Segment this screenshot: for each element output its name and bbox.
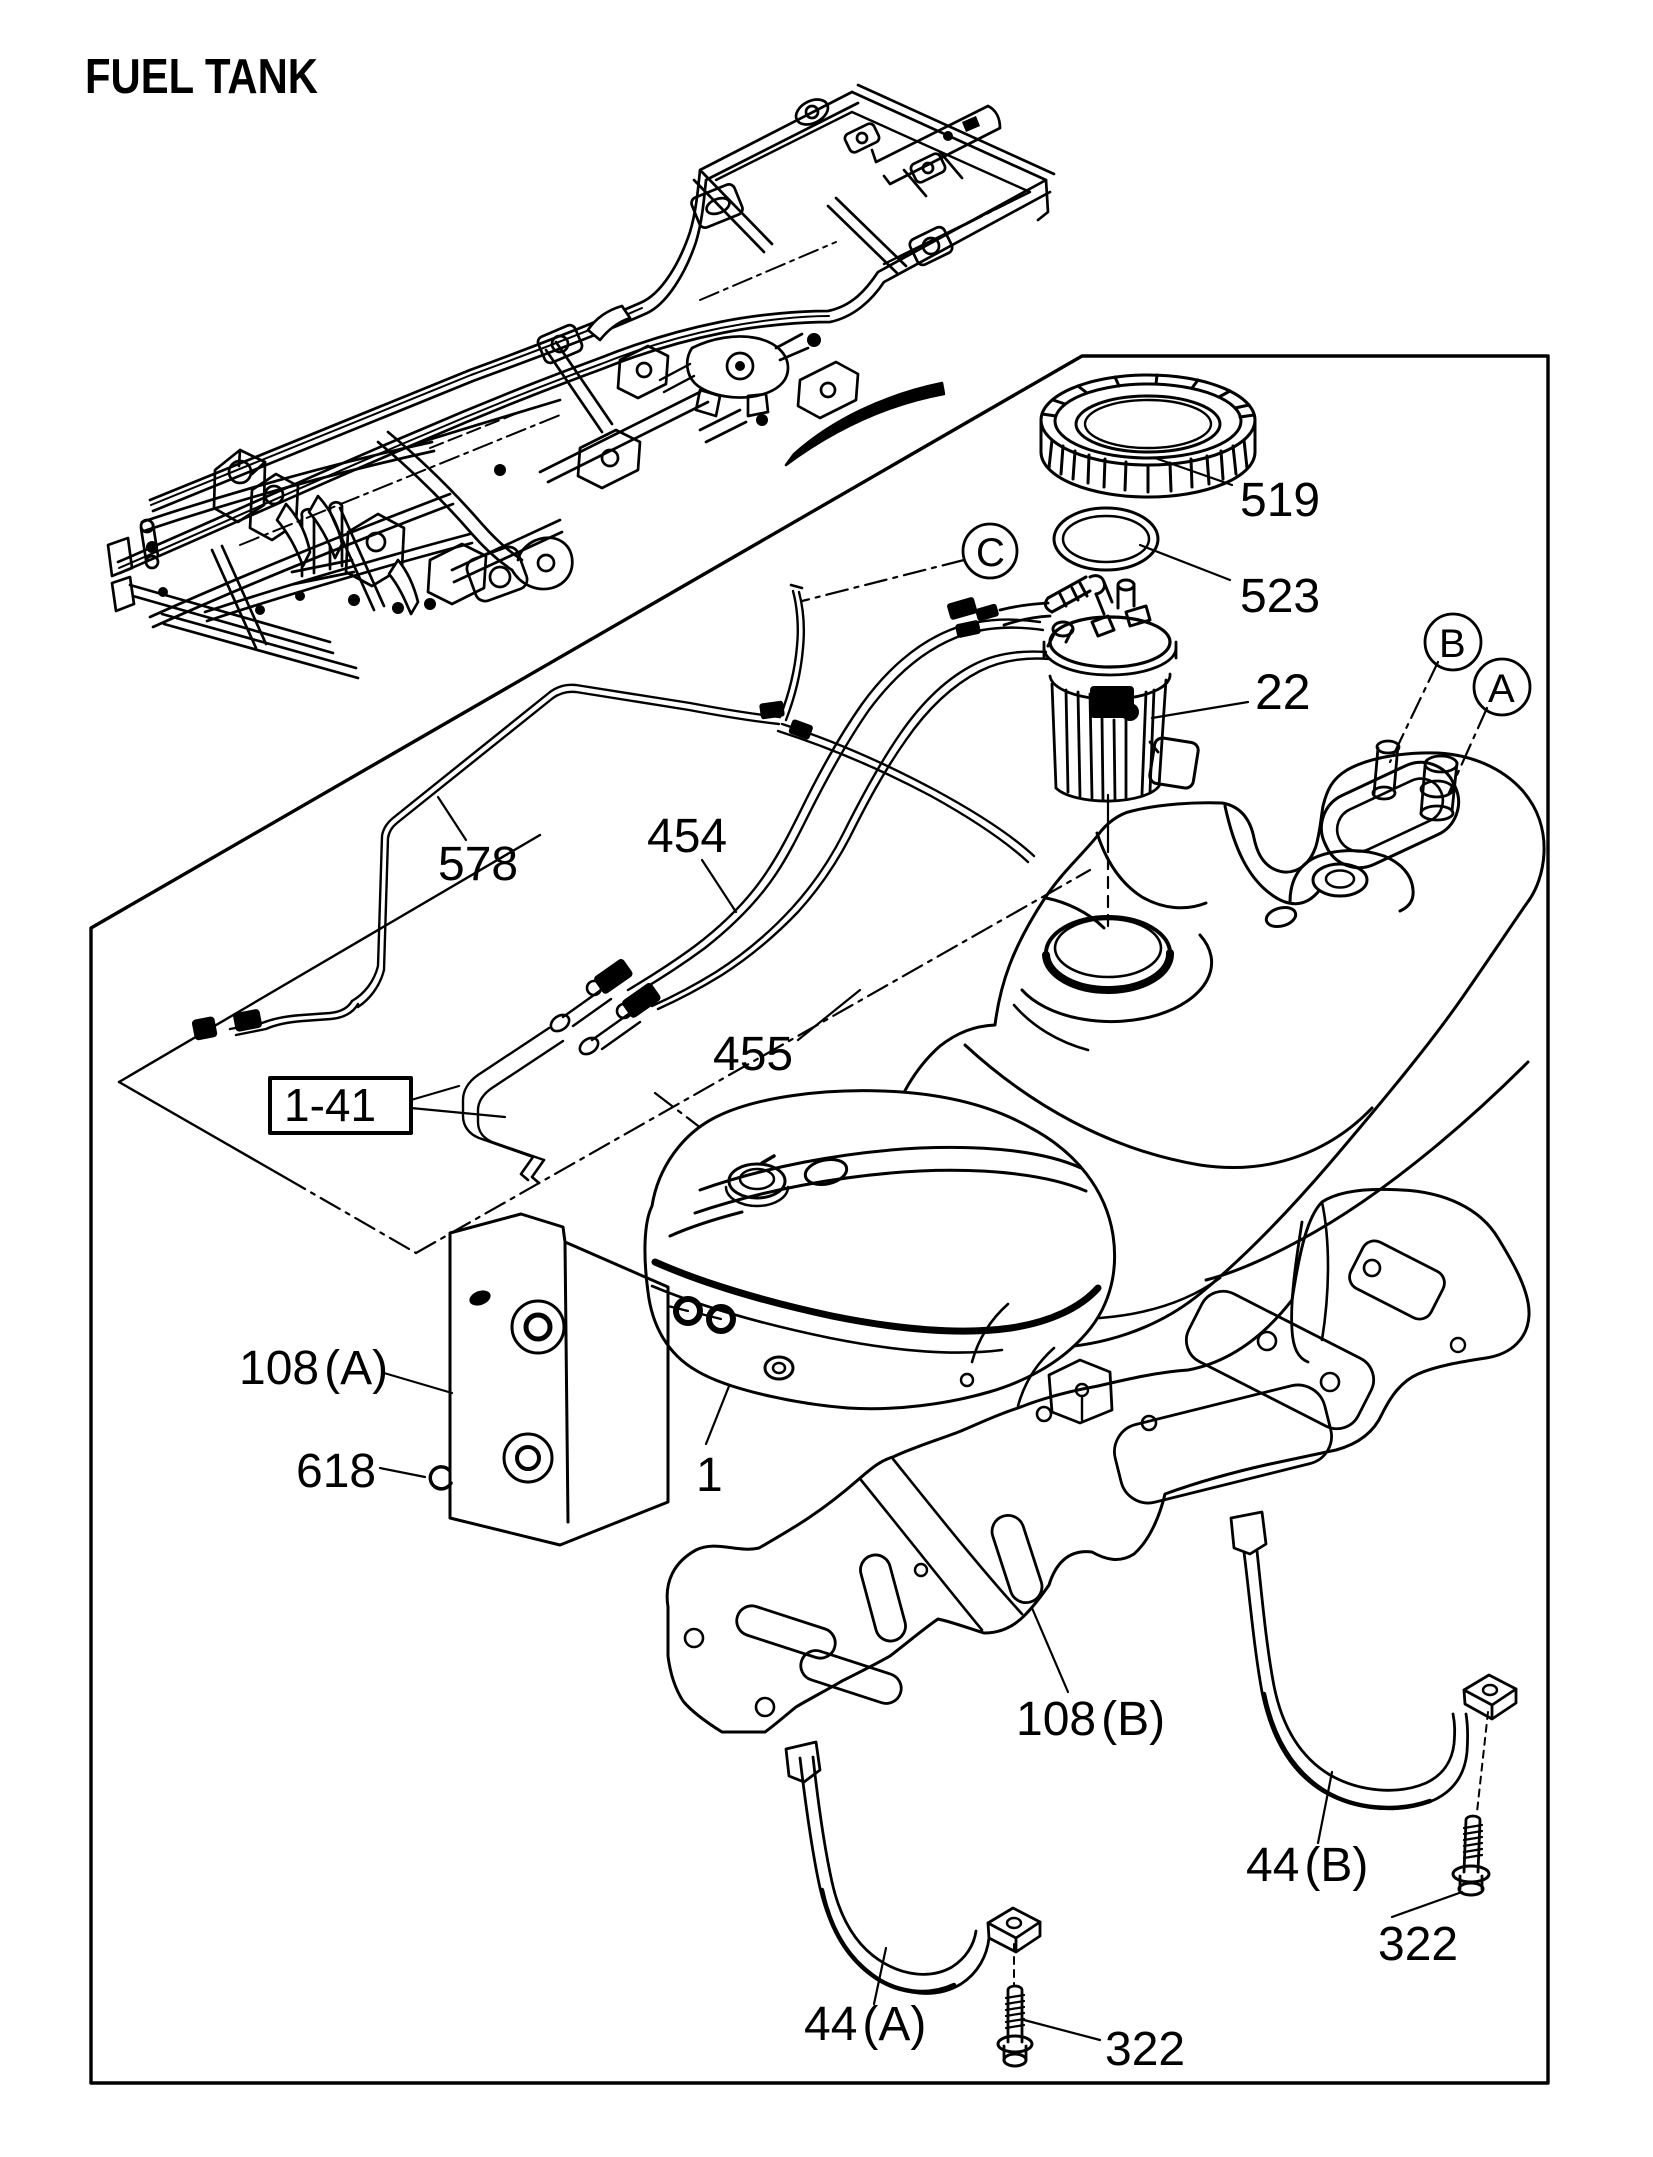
- svg-text:1: 1: [696, 1449, 723, 1502]
- svg-text:B: B: [1439, 622, 1466, 666]
- svg-text:523: 523: [1240, 570, 1320, 623]
- svg-text:C: C: [976, 531, 1005, 575]
- svg-text:A: A: [1488, 667, 1515, 711]
- svg-text:618: 618: [296, 1445, 376, 1498]
- svg-text:322: 322: [1105, 2023, 1185, 2076]
- svg-text:108(A): 108(A): [239, 1342, 388, 1395]
- svg-text:519: 519: [1240, 474, 1320, 527]
- svg-text:322: 322: [1378, 1918, 1458, 1971]
- svg-text:455: 455: [713, 1028, 793, 1081]
- svg-text:454: 454: [647, 810, 727, 863]
- svg-text:44(B): 44(B): [1246, 1839, 1368, 1892]
- svg-text:FUEL TANK: FUEL TANK: [85, 50, 318, 104]
- svg-text:1-41: 1-41: [284, 1079, 376, 1131]
- svg-text:578: 578: [438, 838, 518, 891]
- svg-text:22: 22: [1255, 664, 1311, 720]
- svg-text:108(B): 108(B): [1016, 1693, 1165, 1746]
- svg-text:44(A): 44(A): [804, 1998, 926, 2051]
